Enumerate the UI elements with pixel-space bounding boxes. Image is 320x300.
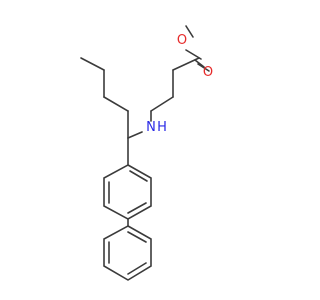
ring-upper-double-2 [127, 202, 147, 214]
bond-carbonyl-double-a [194, 59, 205, 68]
nitrogen-label: N [146, 120, 156, 135]
bond-chain-3 [150, 96, 174, 112]
structure-canvas: O O N H [80, 25, 213, 281]
ester-oxygen-label: O [177, 33, 187, 48]
molecule-drawing: O O N H [80, 25, 213, 281]
phenyl-ring-upper [103, 164, 152, 220]
bond-butyl-4 [80, 57, 105, 71]
ring-upper-double-1 [129, 170, 148, 182]
bond-butyl-2 [103, 96, 129, 112]
bond-carbonyl-double-b [197, 63, 210, 72]
bond-n-methine [127, 131, 143, 139]
ring-lower-double-1 [127, 231, 147, 243]
bond-chain-1 [172, 57, 200, 71]
phenyl-ring-lower [103, 225, 152, 281]
nitrogen-hydrogen-label: H [157, 120, 167, 135]
ring-lower-double-2 [127, 262, 147, 275]
carbonyl-oxygen-label: O [203, 65, 213, 80]
bond-methyl-oxygen [185, 25, 194, 38]
